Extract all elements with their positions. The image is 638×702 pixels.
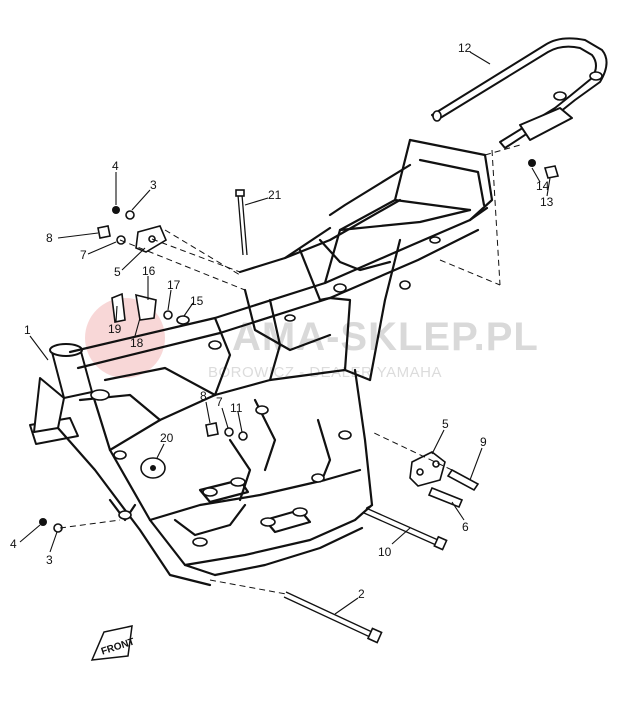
callout-5-right: 5: [442, 417, 449, 431]
callout-8-mid: 8: [200, 389, 207, 403]
callout-1: 1: [24, 323, 31, 337]
bolt-part-21: [235, 189, 248, 256]
front-marker: FRONT: [90, 625, 136, 661]
callout-6: 6: [462, 520, 469, 534]
watermark-title: AMA-SKLEP.PL: [232, 315, 539, 359]
callout-20: 20: [160, 431, 174, 445]
callout-21: 21: [268, 188, 282, 202]
callout-12: 12: [458, 41, 472, 55]
callout-11: 11: [230, 401, 243, 415]
bolt-part-10: [363, 507, 448, 551]
mid-fasteners: [205, 422, 248, 441]
rear-fasteners: [528, 159, 560, 179]
callout-leaders: [19, 51, 551, 615]
callout-13: 13: [540, 195, 554, 209]
small-bracket-parts: [111, 292, 190, 325]
callout-numbers: 12 4 3 8 7 5 21 14 13 16 17 15 19 18 1 8…: [10, 41, 554, 601]
callout-15: 15: [190, 294, 204, 308]
callout-4-bottom: 4: [10, 537, 17, 551]
callout-16: 16: [142, 264, 156, 278]
callout-8-top: 8: [46, 231, 53, 245]
assembly-guides: [59, 144, 521, 595]
callout-10: 10: [378, 545, 392, 559]
bottom-fasteners: [39, 518, 63, 533]
callout-7-mid: 7: [216, 395, 223, 409]
callout-18: 18: [130, 336, 144, 350]
callout-14: 14: [536, 179, 550, 193]
callout-17: 17: [167, 278, 181, 292]
grab-bar-part: [431, 37, 608, 149]
watermark: AMA-SKLEP.PL BOROWICZ - DEALER YAMAHA: [85, 298, 539, 381]
callout-3-bottom: 3: [46, 553, 53, 567]
plate-part-20: [140, 457, 166, 479]
motorcycle-frame: [29, 138, 494, 587]
callout-5-top: 5: [114, 265, 121, 279]
bolt-part-2: [283, 591, 383, 644]
callout-2: 2: [358, 587, 365, 601]
callout-19: 19: [108, 322, 122, 336]
callout-7-top: 7: [80, 248, 87, 262]
callout-9: 9: [480, 435, 487, 449]
engine-bracket-right: [409, 451, 480, 509]
top-bracket-parts: [97, 206, 168, 253]
callout-4-top: 4: [112, 159, 119, 173]
callout-3-top: 3: [150, 178, 157, 192]
